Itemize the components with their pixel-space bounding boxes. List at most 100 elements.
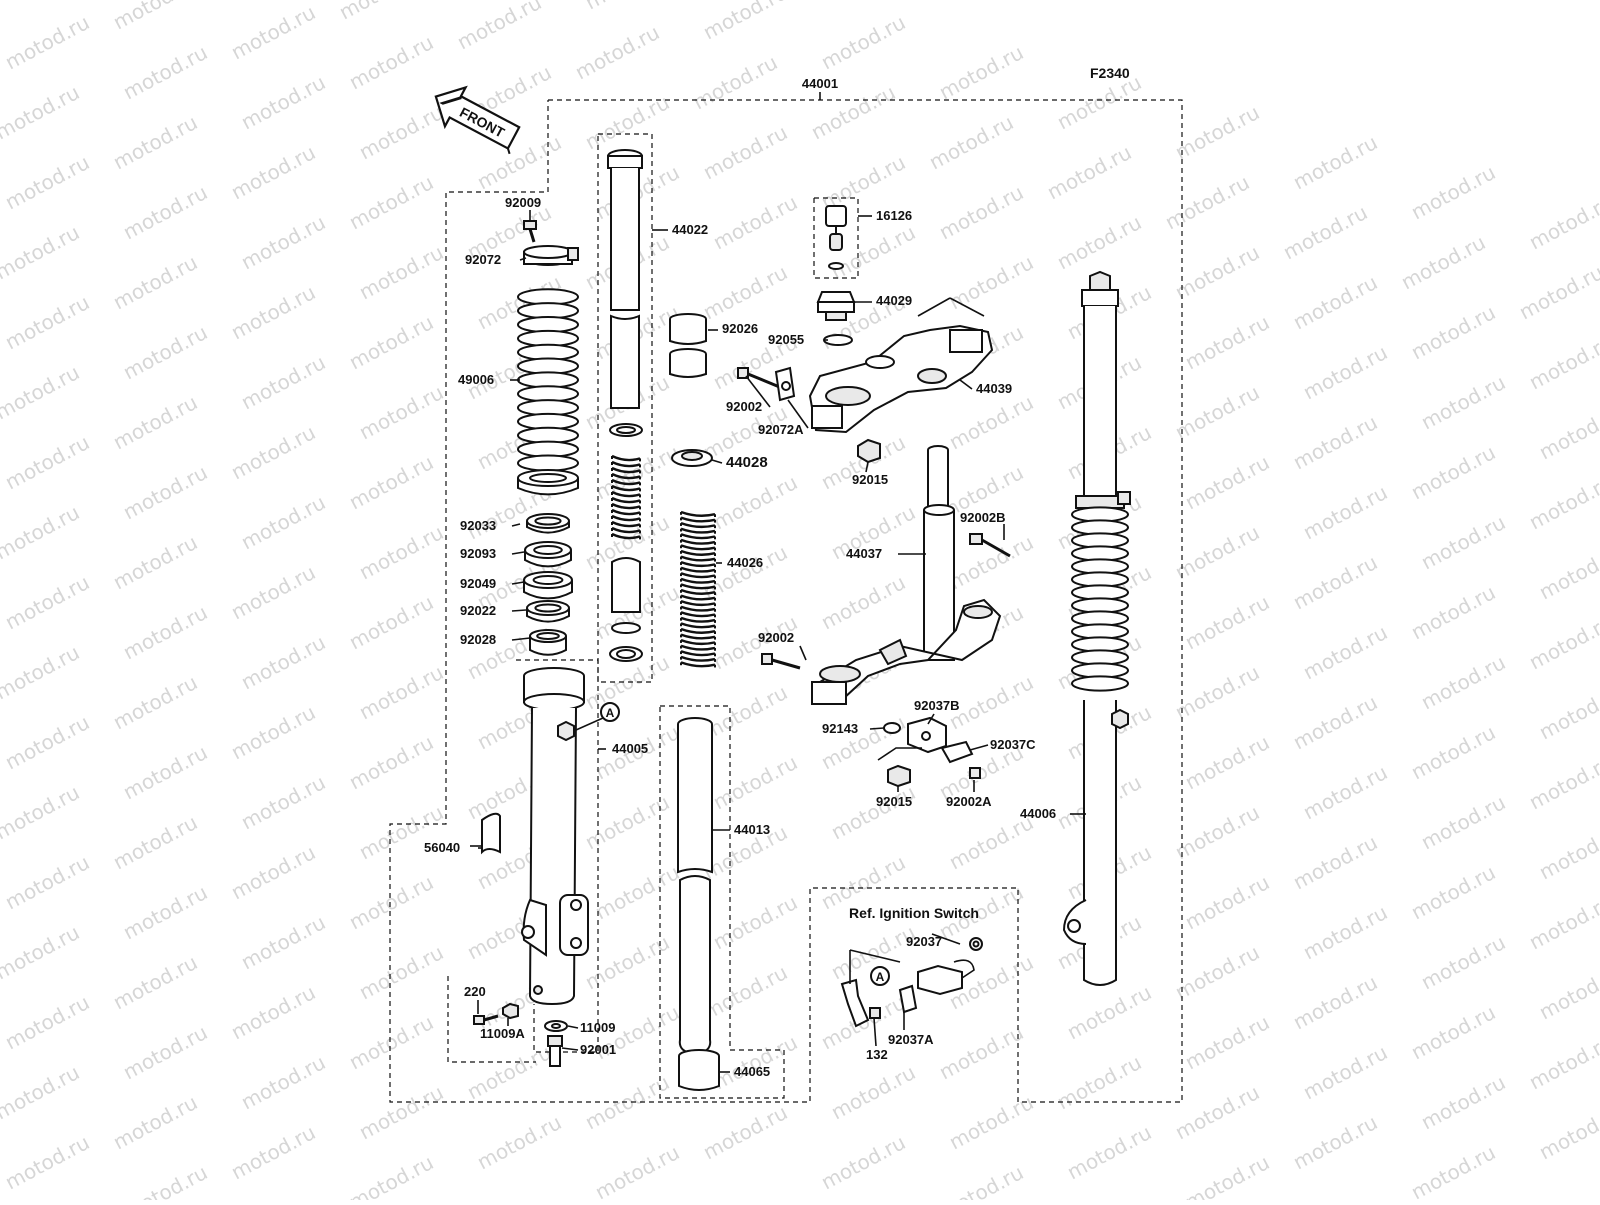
leader-line <box>969 744 989 751</box>
watermark-text: motod.ru <box>237 210 329 274</box>
watermark-text: motod.ru <box>709 890 801 954</box>
watermark-text: motod.ru <box>1417 790 1509 854</box>
watermark-text: motod.ru <box>227 0 319 64</box>
ring-hole <box>534 603 562 613</box>
watermark-text: motod.ru <box>1 850 93 914</box>
watermark-text: motod.ru <box>1417 930 1509 994</box>
watermark-text: motod.ru <box>227 700 319 764</box>
callout-92002-lower: 92002 <box>758 630 794 645</box>
spring-coil <box>680 644 716 651</box>
spring-inner <box>611 454 641 540</box>
damper-tube-44013 <box>659 705 785 1099</box>
watermark-text: motod.ru <box>1525 750 1600 814</box>
callout-92037A: 92037A <box>888 1032 934 1047</box>
watermark-text: motod.ru <box>1535 400 1600 464</box>
watermark-text: motod.ru <box>699 1100 791 1164</box>
callout-44013: 44013 <box>734 822 770 837</box>
callout-92033: 92033 <box>460 518 496 533</box>
spring-coil <box>680 600 716 607</box>
watermark-text: motod.ru <box>1289 690 1381 754</box>
spring-coil <box>680 583 716 590</box>
spring-coil <box>680 527 716 534</box>
leader-line <box>511 637 531 641</box>
callout-92015-upper: 92015 <box>852 472 888 487</box>
watermark-text: motod.ru <box>591 1140 683 1200</box>
watermark-text: motod.ru <box>1407 580 1499 644</box>
leader-line <box>787 399 809 429</box>
leader-line <box>561 1047 579 1051</box>
bolt-220 <box>473 1014 499 1025</box>
watermark-text: motod.ru <box>109 810 201 874</box>
watermark-text: motod.ru <box>0 220 83 284</box>
watermark-text: motod.ru <box>935 40 1027 104</box>
spring-coil <box>680 577 716 584</box>
spring-coil <box>611 484 641 492</box>
callout-92001: 92001 <box>580 1042 616 1057</box>
spring-coil <box>680 627 716 634</box>
callout-92143: 92143 <box>822 721 858 736</box>
nut-92015-upper <box>857 438 881 464</box>
watermark-text: motod.ru <box>1 570 93 634</box>
callout-44028: 44028 <box>726 454 768 471</box>
fork-leg-44006 <box>1075 270 1131 509</box>
spring-coil <box>680 522 716 529</box>
spring-coil <box>680 639 716 646</box>
watermark-text: motod.ru <box>227 140 319 204</box>
watermark-text: motod.ru <box>0 500 83 564</box>
watermark-text: motod.ru <box>237 350 329 414</box>
spring-coil <box>680 650 716 657</box>
watermark-text: motod.ru <box>699 0 791 44</box>
watermark-text: motod.ru <box>1 10 93 74</box>
spring-coil <box>611 496 641 504</box>
watermark-text: motod.ru <box>1171 800 1263 864</box>
watermark-text: motod.ru <box>1 290 93 354</box>
bolt-44029 <box>816 291 856 321</box>
watermark-text: motod.ru <box>1289 970 1381 1034</box>
watermark-text: motod.ru <box>345 590 437 654</box>
watermark-text: motod.ru <box>119 1160 211 1200</box>
stem-44037 <box>923 445 955 661</box>
front-arrow-icon: FRONT <box>434 85 521 155</box>
watermark-text: motod.ru <box>827 1060 919 1124</box>
watermark-text: motod.ru <box>1043 140 1135 204</box>
ref-box-parts <box>840 937 983 1028</box>
watermark-text: motod.ru <box>1407 720 1499 784</box>
spring-coil <box>680 588 716 595</box>
callout-92002B: 92002B <box>960 510 1006 525</box>
spring-coil <box>611 514 641 522</box>
watermark-text: motod.ru <box>935 180 1027 244</box>
watermark-text: motod.ru <box>0 360 83 424</box>
watermark-text: motod.ru <box>1417 1070 1509 1134</box>
ring-hole <box>536 632 560 640</box>
watermark-text: motod.ru <box>571 20 663 84</box>
watermark-text: motod.ru <box>119 320 211 384</box>
watermark-text: motod.ru <box>817 570 909 634</box>
watermark-text: motod.ru <box>817 1130 909 1194</box>
spring-coil <box>611 502 641 510</box>
oring-92055 <box>823 334 853 346</box>
leader-line <box>745 375 771 408</box>
watermark-text: motod.ru <box>355 940 447 1004</box>
callout-56040: 56040 <box>424 840 460 855</box>
watermark-text: motod.ru <box>0 0 83 4</box>
nut-92015-lower <box>887 764 911 788</box>
watermark-text: motod.ru <box>709 1030 801 1094</box>
watermark-text: motod.ru <box>1525 610 1600 674</box>
clamp-92072A <box>774 366 796 402</box>
spring-coil <box>680 594 716 601</box>
watermark-text: motod.ru <box>1 710 93 774</box>
watermark-text: motod.ru <box>1299 340 1391 404</box>
watermark-text: motod.ru <box>237 630 329 694</box>
watermark-text: motod.ru <box>345 730 437 794</box>
washer-inner-2 <box>611 622 641 634</box>
watermark-text: motod.ru <box>109 250 201 314</box>
spring-coil <box>611 478 641 486</box>
watermark-text: motod.ru <box>1407 160 1499 224</box>
leader-line <box>799 645 807 661</box>
callout-44029: 44029 <box>876 293 912 308</box>
leader-line <box>511 609 527 612</box>
watermark-text: motod.ru <box>463 1040 555 1104</box>
callout-92037: 92037 <box>906 934 942 949</box>
bracket-92037B <box>907 716 947 754</box>
ring-hole <box>529 473 567 483</box>
